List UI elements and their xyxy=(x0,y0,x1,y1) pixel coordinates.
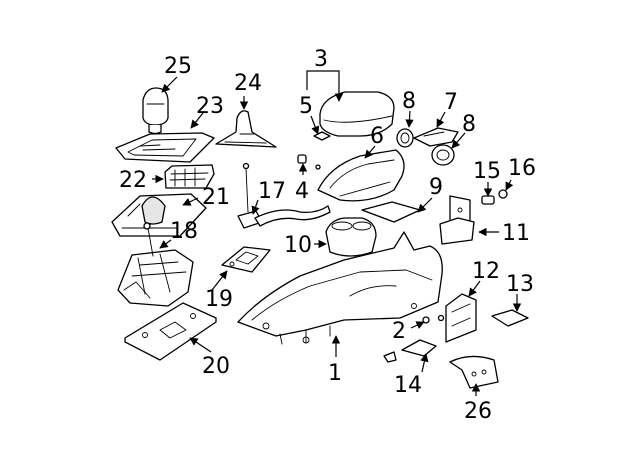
callout-8b: 8 xyxy=(462,112,476,137)
callout-11: 11 xyxy=(502,221,530,246)
callout-1: 1 xyxy=(328,361,342,386)
part-25-shift-knob xyxy=(142,87,169,135)
callout-labels: 1 2 3 4 5 6 7 8 8 9 10 11 12 13 14 15 16… xyxy=(119,47,536,424)
part-22-switch-panel xyxy=(164,164,215,189)
callout-7: 7 xyxy=(444,90,458,115)
callout-21: 21 xyxy=(202,185,230,210)
part-2-fastener xyxy=(422,314,445,324)
part-23-shift-bezel xyxy=(115,132,215,163)
part-10-cupholder xyxy=(325,217,377,257)
part-4-screw xyxy=(315,164,321,170)
part-13-pad xyxy=(491,309,529,327)
callout-4: 4 xyxy=(295,179,309,204)
callout-3: 3 xyxy=(314,47,328,72)
part-8-ring-upper xyxy=(396,128,414,148)
part-11-rear-panel xyxy=(439,195,475,245)
callout-24: 24 xyxy=(234,71,262,96)
callout-26: 26 xyxy=(464,399,492,424)
part-5-latch xyxy=(313,131,331,141)
part-6-storage-bin xyxy=(317,149,405,202)
part-20-base-plate xyxy=(124,302,217,361)
part-15-connector xyxy=(481,195,495,205)
part-16-clip xyxy=(498,189,508,199)
callout-2: 2 xyxy=(392,319,406,344)
callout-9: 9 xyxy=(429,175,443,200)
callout-6: 6 xyxy=(370,124,384,149)
part-18-shifter-assembly xyxy=(117,222,194,307)
callout-13: 13 xyxy=(506,272,534,297)
part-1-console-body xyxy=(237,231,443,345)
part-12-bracket xyxy=(445,293,477,343)
part-17-shifter-cable xyxy=(237,162,331,229)
callout-23: 23 xyxy=(196,94,224,119)
callout-12: 12 xyxy=(472,259,500,284)
part-7-bracket xyxy=(413,127,459,147)
part-9-mat xyxy=(361,201,421,223)
part-8-cupholder-lower xyxy=(431,144,455,166)
callout-14: 14 xyxy=(394,373,422,398)
part-14-bracket xyxy=(383,339,437,363)
callout-8a: 8 xyxy=(402,89,416,114)
leader-lines xyxy=(152,70,522,396)
callout-10: 10 xyxy=(284,233,312,258)
part-19-bracket xyxy=(221,246,271,273)
callout-20: 20 xyxy=(202,354,230,379)
part-26-module xyxy=(449,355,499,389)
callout-19: 19 xyxy=(205,287,233,312)
part-24-shift-boot xyxy=(215,110,277,148)
part-4-clip xyxy=(297,154,307,164)
callout-17: 17 xyxy=(258,179,286,204)
callout-25: 25 xyxy=(164,54,192,79)
callout-16: 16 xyxy=(508,156,536,181)
callout-15: 15 xyxy=(473,159,501,184)
callout-5: 5 xyxy=(299,94,313,119)
callout-18: 18 xyxy=(170,219,198,244)
callout-22: 22 xyxy=(119,168,147,193)
